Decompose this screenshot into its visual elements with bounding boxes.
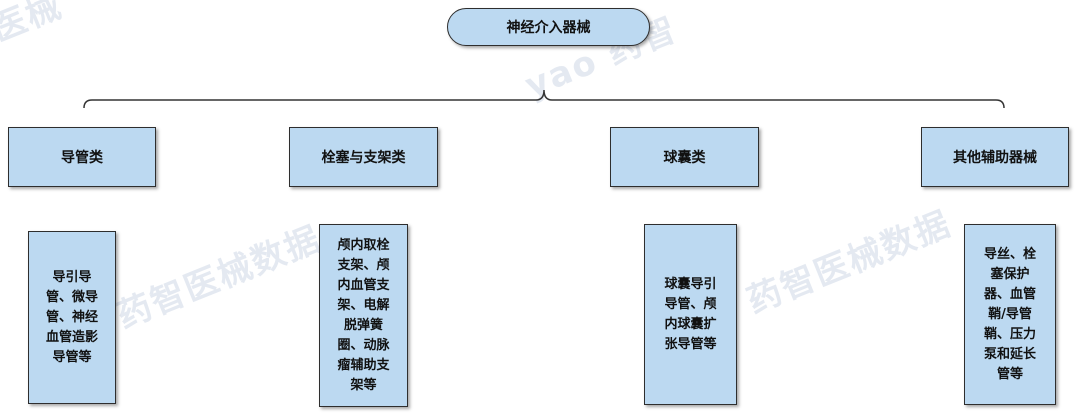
detail-balloon: 球囊导引 导管、颅 内球囊扩 张导管等 (644, 224, 737, 405)
detail-other-accessories: 导丝、栓 塞保护 器、血管 鞘/导管 鞘、压力 泵和延长 管等 (964, 224, 1056, 405)
detail-line: 导管等 (52, 349, 92, 365)
detail-line: 架等 (350, 377, 377, 393)
detail-line: 瘤辅助支 (337, 357, 390, 373)
detail-line: 导丝、栓 (983, 246, 1036, 262)
detail-line: 器、血管 (983, 286, 1036, 302)
category-label: 栓塞与支架类 (321, 150, 406, 166)
detail-embolization-stent: 颅内取栓 支架、颅 内血管支 架、电解 脱弹簧 圈、动脉 瘤辅助支 架等 (319, 224, 408, 407)
category-catheter: 导管类 (8, 127, 156, 187)
detail-line: 内血管支 (337, 277, 390, 293)
category-label: 球囊类 (663, 150, 706, 166)
detail-catheter: 导引导 管、微导 管、神经 血管造影 导管等 (28, 231, 116, 404)
detail-line: 管等 (996, 366, 1023, 382)
detail-line: 圈、动脉 (337, 337, 390, 353)
category-embolization-stent: 栓塞与支架类 (289, 127, 438, 187)
detail-line: 导管、颅 (664, 296, 717, 312)
category-label: 导管类 (61, 150, 103, 166)
detail-line: 颅内取栓 (337, 237, 390, 253)
detail-line: 内球囊扩 (664, 316, 717, 332)
detail-line: 塞保护 (990, 266, 1030, 282)
detail-line: 支架、颅 (337, 257, 390, 273)
detail-line: 张导管等 (664, 336, 717, 352)
detail-line: 血管造影 (45, 329, 98, 345)
detail-line: 鞘/导管 (988, 306, 1032, 322)
detail-line: 管、神经 (45, 309, 98, 325)
detail-line: 导引导 (52, 269, 92, 285)
root-node: 神经介入器械 (447, 8, 650, 46)
category-label: 其他辅助器械 (953, 150, 1037, 166)
detail-line: 架、电解 (337, 297, 390, 313)
root-label: 神经介入器械 (506, 20, 591, 36)
detail-line: 管、微导 (45, 289, 98, 305)
detail-line: 鞘、压力 (983, 326, 1036, 342)
category-balloon: 球囊类 (610, 127, 759, 187)
detail-line: 球囊导引 (664, 276, 717, 292)
detail-line: 脱弹簧 (343, 317, 383, 333)
category-other-accessories: 其他辅助器械 (921, 127, 1069, 187)
detail-line: 泵和延长 (983, 346, 1036, 362)
